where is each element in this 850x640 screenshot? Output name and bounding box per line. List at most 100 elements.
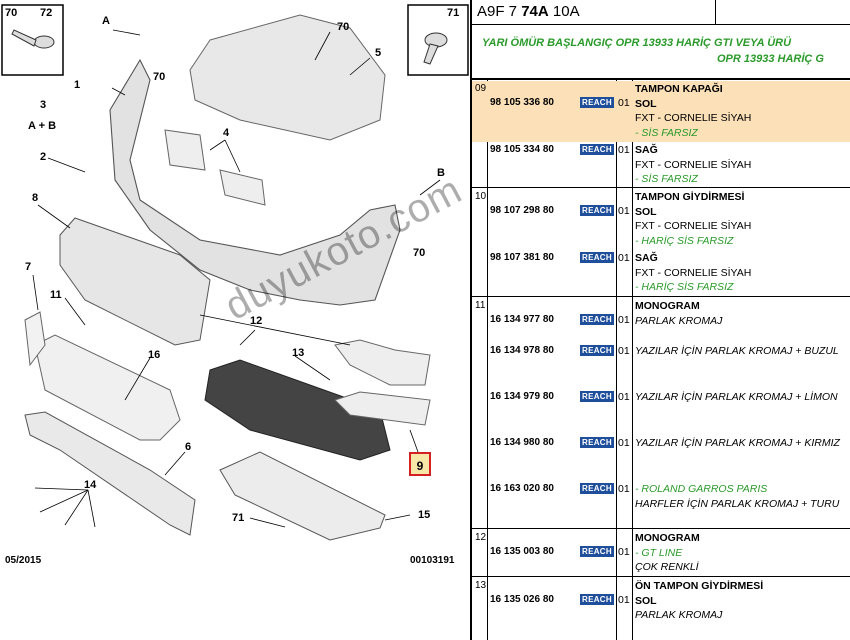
description-line: - SİS FARSIZ: [635, 173, 698, 185]
part-5-shape: [189, 14, 386, 141]
table-header: A9F 7 74A 10A: [472, 0, 850, 25]
reach-badge: REACH: [580, 205, 614, 216]
column-divider: [487, 79, 488, 640]
part-number[interactable]: 98 105 336 80: [490, 97, 554, 108]
table-row[interactable]: 98 107 381 80 REACH 01 SAĞ FXT - CORNELIE Sİ…: [472, 250, 850, 298]
part-6-lip: [24, 411, 196, 536]
part-10-fog-trim: [334, 391, 431, 426]
column-divider: [616, 79, 617, 640]
row-index: 09: [475, 83, 487, 94]
reach-badge: REACH: [580, 252, 614, 263]
table-row[interactable]: 16 134 979 80 REACH 01 YAZILAR İÇİN PARLAK …: [472, 389, 850, 435]
quantity: 01: [618, 483, 630, 495]
callout-9-highlighted[interactable]: 9: [409, 452, 431, 476]
table-row[interactable]: 16 163 020 80 REACH 01 - ROLAND GARROS PARI…: [472, 481, 850, 530]
description-line: - ROLAND GARROS PARIS: [635, 483, 768, 495]
catalog-code-bold: 74A: [521, 3, 549, 20]
leader-lines: [32, 29, 441, 528]
description-line: YAZILAR İÇİN PARLAK KROMAJ + KIRMIZ: [635, 437, 840, 449]
catalog-code: A9F 7 74A 10A: [477, 3, 580, 20]
reach-badge: REACH: [580, 546, 614, 557]
diagram-date: 05/2015: [5, 555, 42, 566]
part-number[interactable]: 98 105 334 80: [490, 144, 554, 155]
description-line: MONOGRAM: [635, 300, 700, 312]
callout-15: 15: [418, 509, 431, 521]
part-1-bumper: [109, 58, 401, 306]
description-line: PARLAK KROMAJ: [635, 609, 723, 621]
description-line: SAĞ: [635, 252, 658, 264]
inset-label-71: 71: [447, 7, 460, 19]
row-separator: [472, 528, 850, 529]
bolt-icon: [423, 32, 448, 65]
quantity: 01: [618, 205, 630, 217]
row-separator: [472, 79, 850, 80]
column-divider: [632, 79, 633, 640]
row-separator: [472, 576, 850, 577]
quantity: 01: [618, 437, 630, 449]
description-line: SAĞ: [635, 144, 658, 156]
callout-b: B: [437, 167, 445, 179]
part-number[interactable]: 16 134 980 80: [490, 437, 554, 448]
description-line: YAZILAR İÇİN PARLAK KROMAJ + LİMON: [635, 391, 838, 403]
part-9-undertray: [204, 359, 391, 461]
description-line: PARLAK KROMAJ: [635, 314, 723, 327]
callout-13: 13: [292, 347, 305, 359]
row-index: 10: [475, 191, 487, 202]
description-line: YAZILAR İÇİN PARLAK KROMAJ + BUZUL: [635, 345, 839, 357]
catalog-code-suffix: 10A: [548, 3, 580, 20]
callout-7: 7: [25, 261, 32, 273]
callout-70: 70: [413, 247, 426, 259]
callout-70: 70: [153, 71, 166, 83]
description-line: TAMPON KAPAĞI: [635, 83, 723, 95]
description-line: - SİS FARSIZ: [635, 126, 698, 139]
quantity: 01: [618, 594, 630, 606]
reach-badge: REACH: [580, 391, 614, 402]
part-number[interactable]: 16 135 003 80: [490, 546, 554, 557]
header-divider: [715, 0, 716, 24]
callout-a-plus-b: A + B: [28, 120, 57, 132]
diagram-ref: 00103191: [410, 555, 455, 566]
part-15-plate: [219, 451, 386, 541]
description-line: FXT - CORNELIE SİYAH: [635, 220, 752, 232]
callout-71: 71: [232, 512, 245, 524]
description-line: MONOGRAM: [635, 532, 700, 544]
part-7-trim: [24, 311, 46, 367]
parts-diagram: 70 72 71 70 5 A 70 1 3 A + B 4 2 B 8 70 …: [1, 4, 469, 566]
reach-badge: REACH: [580, 483, 614, 494]
row-index: 11: [475, 300, 486, 311]
reach-badge: REACH: [580, 437, 614, 448]
part-number[interactable]: 98 107 381 80: [490, 252, 554, 263]
row-index: 13: [475, 580, 487, 591]
description-line: FXT - CORNELIE SİYAH: [635, 266, 752, 279]
part-4-bracket: [219, 169, 266, 206]
description-line: SOL: [635, 97, 657, 110]
reach-badge: REACH: [580, 97, 614, 108]
part-number[interactable]: 16 134 979 80: [490, 391, 554, 402]
quantity: 01: [618, 391, 630, 403]
part-number[interactable]: 16 163 020 80: [490, 483, 554, 494]
part-number[interactable]: 98 107 298 80: [490, 205, 554, 216]
diagram-drawing: [1, 4, 469, 541]
part-number[interactable]: 16 135 026 80: [490, 594, 554, 605]
screw-icon: [11, 29, 55, 49]
callout-2: 2: [40, 151, 47, 163]
inset-label-72: 72: [40, 7, 53, 19]
quantity: 01: [618, 144, 630, 156]
reach-badge: REACH: [580, 144, 614, 155]
description-line: - HARİÇ SİS FARSIZ: [635, 281, 734, 293]
description-line: ÇOK RENKLİ: [635, 561, 699, 573]
description-line: ÖN TAMPON GİYDİRMESİ: [635, 580, 764, 592]
part-number[interactable]: 16 134 977 80: [490, 314, 554, 325]
quantity: 01: [618, 252, 630, 264]
quantity: 01: [618, 97, 630, 109]
callout-3: 3: [40, 99, 47, 111]
table-row[interactable]: 16 134 980 80 REACH 01 YAZILAR İÇİN PARLAK …: [472, 435, 850, 481]
part-number[interactable]: 16 134 978 80: [490, 345, 554, 356]
